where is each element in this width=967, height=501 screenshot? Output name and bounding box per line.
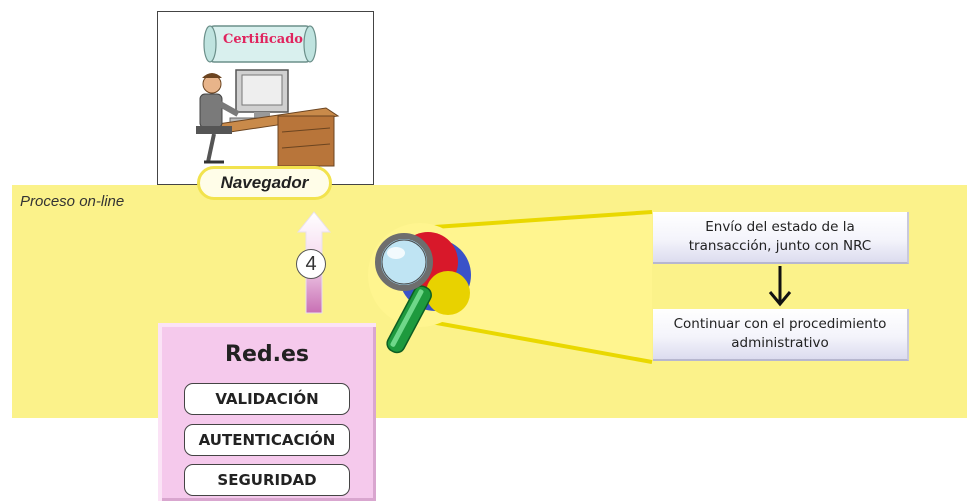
authentication-button: AUTENTICACIÓN xyxy=(184,424,350,456)
certificate-label: Certificado xyxy=(215,32,311,47)
red-es-panel: Red.es VALIDACIÓN AUTENTICACIÓN SEGURIDA… xyxy=(158,323,376,501)
validation-button: VALIDACIÓN xyxy=(184,383,350,415)
flow-step-send-status: Envío del estado de la transacción, junt… xyxy=(653,212,909,264)
flow-step-continue-procedure: Continuar con el procedimiento administr… xyxy=(653,309,909,361)
browser-label: Navegador xyxy=(197,166,332,200)
computer-user-illustration: Certificado xyxy=(157,11,374,185)
provider-title: Red.es xyxy=(158,342,376,367)
step-number-badge: 4 xyxy=(296,249,326,279)
security-button: SEGURIDAD xyxy=(184,464,350,496)
